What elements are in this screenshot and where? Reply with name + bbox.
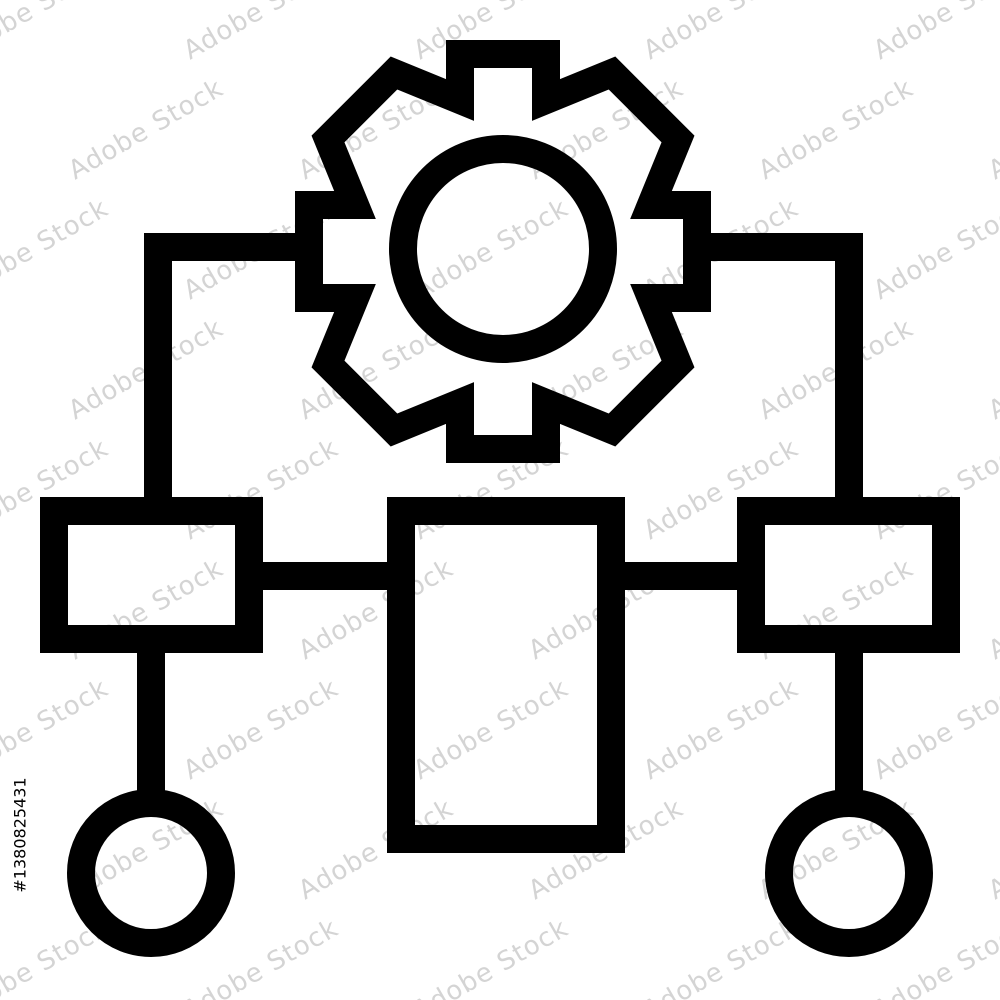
watermark-text: Adobe Stock — [64, 73, 229, 186]
watermark-text: Adobe Stock — [179, 673, 344, 786]
watermark-text: Adobe Stock — [984, 313, 1000, 426]
watermark-text: Adobe Stock — [639, 433, 804, 546]
watermark-text: Adobe Stock — [0, 0, 114, 66]
center-process-box — [387, 497, 625, 853]
watermark-text: Adobe Stock — [409, 913, 574, 1000]
left-terminal-circle — [67, 789, 235, 957]
stock-id-label: #1380825431 — [10, 777, 30, 893]
right-terminal-circle — [765, 789, 933, 957]
connector-left-top — [144, 233, 309, 511]
watermark-text: Adobe Stock — [639, 913, 804, 1000]
watermark-text: Adobe Stock — [984, 73, 1000, 186]
gear-hub-circle — [389, 135, 617, 363]
watermark-text: Adobe Stock — [179, 0, 344, 66]
watermark-text: Adobe Stock — [984, 793, 1000, 906]
watermark-text: Adobe Stock — [754, 73, 919, 186]
connector-right-top — [697, 233, 863, 511]
watermark-text: Adobe Stock — [409, 193, 574, 306]
watermark-text: Adobe Stock — [639, 673, 804, 786]
watermark-text: Adobe Stock — [984, 553, 1000, 666]
gear-icon — [295, 40, 711, 463]
watermark-text: Adobe Stock — [409, 673, 574, 786]
watermark-text: Adobe Stock — [869, 193, 1000, 306]
watermark-text: Adobe Stock — [869, 0, 1000, 66]
stock-id-label-container: #1380825431 — [8, 750, 32, 920]
watermark-text: Adobe Stock — [0, 193, 114, 306]
watermark-text: Adobe Stock — [869, 673, 1000, 786]
watermark-text: Adobe Stock — [639, 0, 804, 66]
